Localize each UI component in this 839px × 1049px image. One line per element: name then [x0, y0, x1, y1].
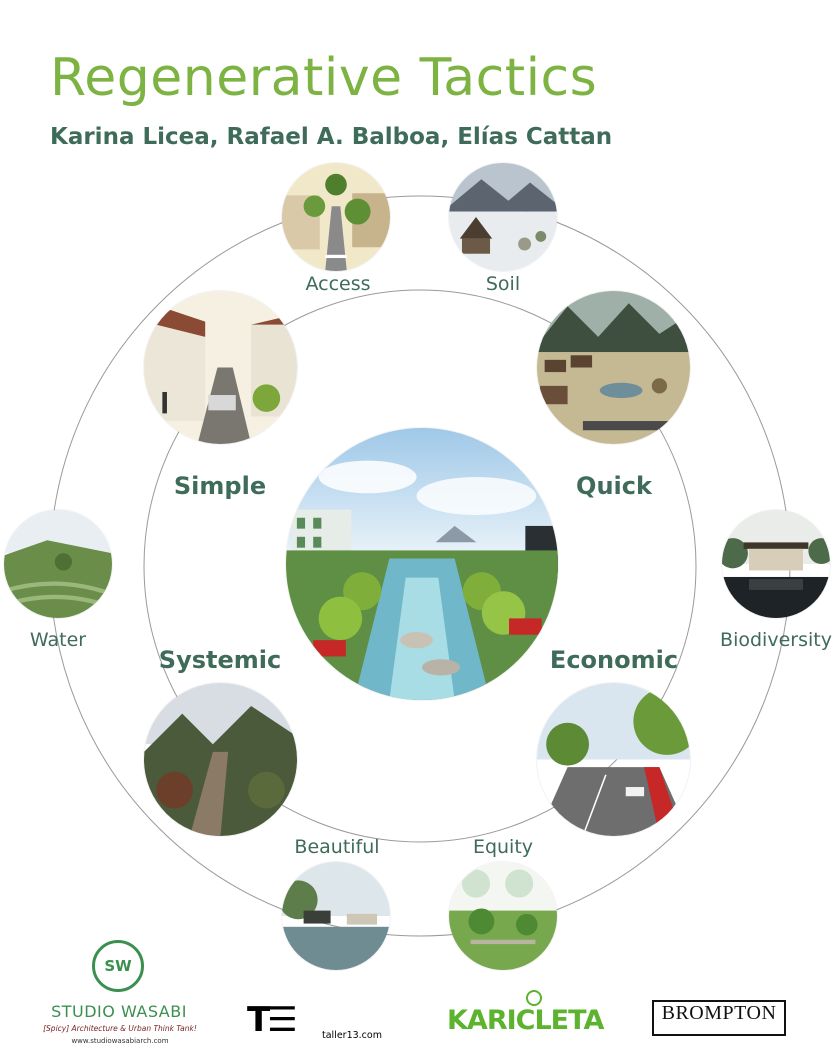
- brompton-logo: BROMPTON: [652, 1000, 786, 1036]
- label-access: Access: [305, 273, 371, 295]
- taller13-url[interactable]: taller13.com: [322, 1030, 382, 1041]
- label-economic: Economic: [549, 646, 679, 674]
- label-simple: Simple: [173, 472, 267, 500]
- taller13-logo: T☰: [247, 1000, 298, 1040]
- studio-wasabi-name: STUDIO WASABI: [51, 1002, 187, 1021]
- karicleta-logo-icon: [526, 990, 542, 1006]
- systemic-valley-photo: [144, 683, 297, 836]
- studio-wasabi-logo: SW: [92, 940, 144, 992]
- studio-wasabi-tagline: [Spicy] Architecture & Urban Think Tank!: [43, 1024, 197, 1033]
- studio-wasabi-url[interactable]: www.studiowasabiarch.com: [71, 1037, 169, 1045]
- economic-bike-lane-photo: [537, 683, 690, 836]
- label-quick: Quick: [576, 472, 652, 500]
- label-biodiversity: Biodiversity: [720, 629, 832, 651]
- quick-cabins-photo: [537, 291, 690, 444]
- label-beautiful: Beautiful: [294, 836, 380, 858]
- biodiversity-pavilion-photo: [722, 510, 830, 618]
- page-title: Regenerative Tactics: [50, 48, 598, 108]
- label-systemic: Systemic: [158, 646, 282, 674]
- label-soil: Soil: [485, 273, 521, 295]
- karicleta-logo: KARICLETA: [447, 1005, 604, 1036]
- authors-line: Karina Licea, Rafael A. Balboa, Elías Ca…: [50, 124, 613, 150]
- center-canal-render: [286, 428, 558, 700]
- soil-mountain-photo: [449, 163, 557, 271]
- water-landscape-photo: [4, 510, 112, 618]
- equity-park-photo: [449, 862, 557, 970]
- beautiful-lake-house-photo: [282, 862, 390, 970]
- simple-town-street-photo: [144, 291, 297, 444]
- label-water: Water: [29, 629, 87, 651]
- access-street-photo: [282, 163, 390, 271]
- label-equity: Equity: [472, 836, 534, 858]
